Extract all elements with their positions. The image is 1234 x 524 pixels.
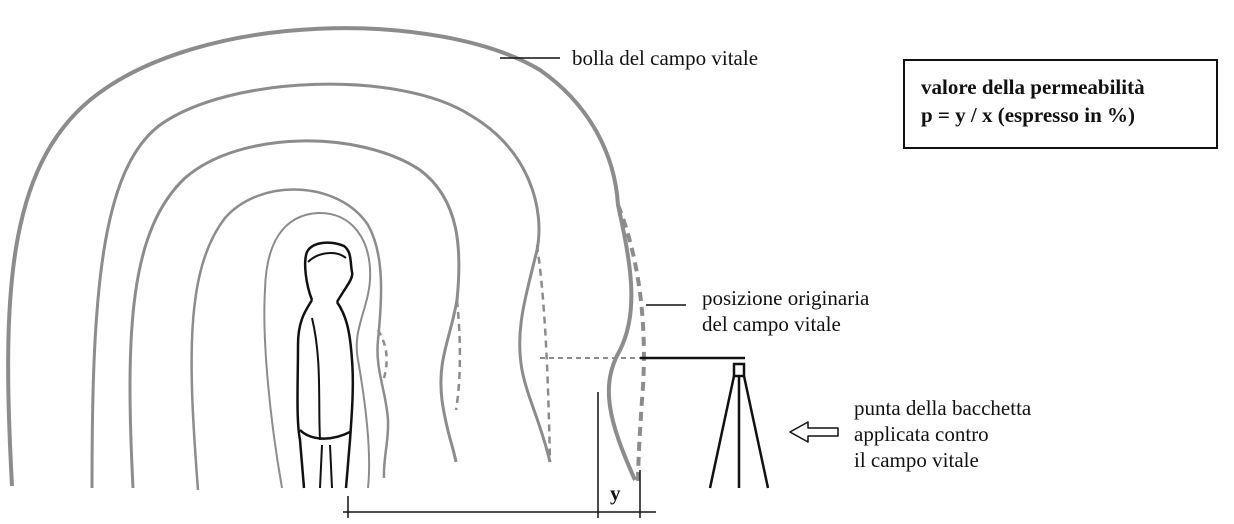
- original-position-label: posizione originaria del campo vitale: [702, 286, 875, 336]
- field-layer-4: [190, 188, 390, 491]
- outer-field-bubble: [6, 26, 637, 487]
- inner-aura: [263, 211, 372, 489]
- human-figure: [296, 241, 355, 489]
- original-position-dashed-outer: [616, 204, 646, 487]
- original-position-label-line2: del campo vitale: [702, 312, 841, 336]
- tripod-stand: [708, 362, 770, 489]
- original-position-dashed-4: [376, 329, 388, 379]
- rod-tip-label: punta della bacchetta applicata contro i…: [854, 396, 1037, 472]
- field-layer-3: [128, 139, 461, 489]
- original-position-dashed-2: [535, 244, 552, 463]
- permeability-formula: p = y / x (espresso in %): [921, 103, 1136, 127]
- bubble-label: bolla del campo vitale: [572, 46, 758, 70]
- hollow-arrow-left-icon: [789, 421, 839, 443]
- original-position-dashed-3: [454, 299, 462, 411]
- rod-tip-label-line2: applicata contro: [854, 422, 989, 446]
- field-layer-2: [90, 82, 552, 489]
- permeability-formula-box: valore della permeabilità p = y / x (esp…: [903, 59, 1218, 149]
- y-marker-label: y: [610, 481, 621, 505]
- rod-tip-label-line1: punta della bacchetta: [854, 396, 1032, 420]
- permeability-title: valore della permeabilità: [921, 75, 1145, 99]
- rod-tip-label-line3: il campo vitale: [854, 448, 979, 472]
- original-position-label-line1: posizione originaria: [702, 286, 870, 310]
